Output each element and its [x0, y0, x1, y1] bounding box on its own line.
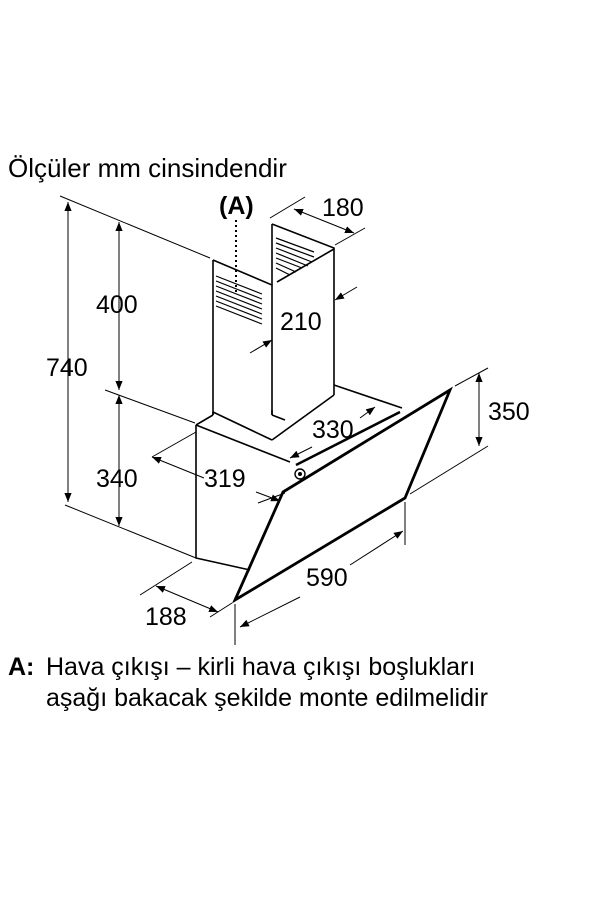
footnote-line-2: aşağı bakacak şekilde monte edilmelidir	[46, 684, 488, 712]
dim-chimney-height: 400	[96, 291, 138, 319]
dim-chimney-width: 180	[322, 194, 364, 222]
page-title: Ölçüler mm cinsindendir	[8, 153, 287, 183]
footnote-key: A:	[8, 653, 35, 681]
dim-hood-inner-width: 330	[312, 416, 354, 444]
dim-bottom-depth: 188	[145, 603, 187, 631]
dim-body-depth: 319	[204, 465, 246, 493]
chimney	[212, 223, 335, 415]
dim-hood-width: 590	[306, 564, 348, 592]
hood-body	[195, 384, 403, 571]
callout-a-label: (A)	[219, 192, 254, 220]
dim-chimney-depth: 210	[280, 308, 322, 336]
footnote: A: Hava çıkışı – kirli hava çıkışı boşluk…	[8, 652, 488, 714]
dim-total-height: 740	[46, 354, 88, 382]
dimension-lines	[59, 195, 489, 645]
footnote-line-1: Hava çıkışı – kirli hava çıkışı boşlukla…	[46, 653, 476, 681]
glass-panel	[231, 386, 453, 604]
dim-glass-height: 350	[488, 398, 530, 426]
dim-body-height: 340	[96, 465, 138, 493]
